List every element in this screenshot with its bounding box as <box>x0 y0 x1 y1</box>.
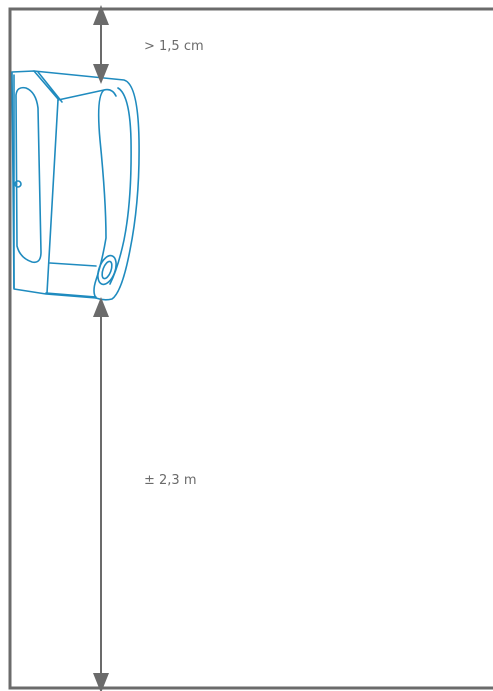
device-top-edge <box>57 88 117 101</box>
device-socket-outer <box>97 254 117 286</box>
mount-height-label: ± 2,3 m <box>144 473 197 488</box>
wallbox-device <box>11 70 140 301</box>
device-bottom-band <box>45 262 97 298</box>
device-indicator <box>14 180 22 188</box>
device-outer-contour <box>11 70 140 301</box>
device-socket-inner <box>101 260 113 280</box>
device-top-bevel <box>33 70 63 103</box>
device-front-edge <box>46 99 59 294</box>
top-clearance-label: > 1,5 cm <box>144 39 204 54</box>
device-front-cover-inner <box>109 87 132 285</box>
device-side-panel <box>15 86 42 264</box>
device-front-cover <box>93 89 107 299</box>
wall-outline <box>8 7 493 690</box>
